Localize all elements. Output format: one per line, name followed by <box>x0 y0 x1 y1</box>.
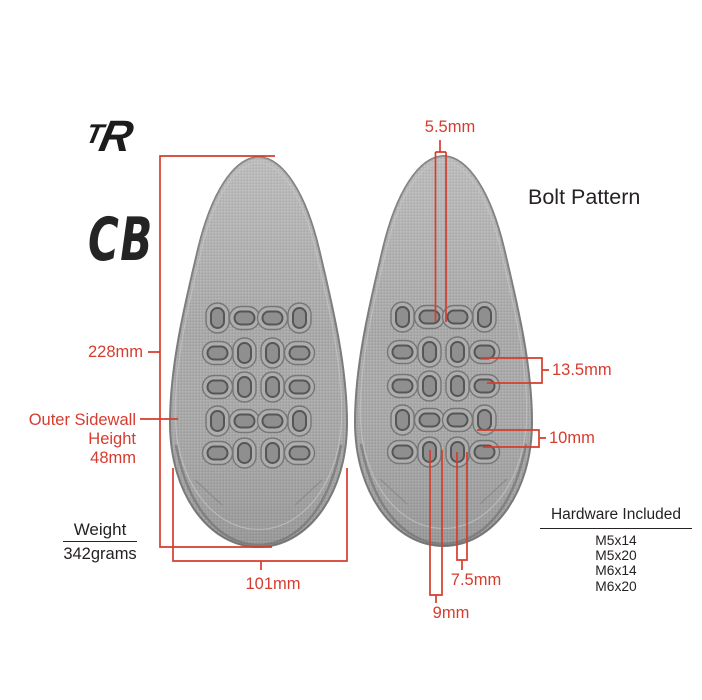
weight-divider <box>63 541 137 542</box>
bolt-hole <box>205 302 230 334</box>
right-pad <box>353 154 534 548</box>
hardware-item: M5x14 <box>595 533 637 548</box>
bolt-hole <box>445 370 470 402</box>
lower-pitch-label: 10mm <box>549 429 595 447</box>
hardware-divider <box>540 528 692 529</box>
dim-slot-9 <box>429 450 443 603</box>
bolt-hole <box>201 340 234 366</box>
right-pad-shading <box>355 156 532 546</box>
sidewall-label-line2: Height <box>88 430 136 448</box>
left-pad-shading <box>170 157 347 547</box>
bolt-hole <box>260 437 285 469</box>
bolt-hole <box>445 336 470 368</box>
height-label: 228mm <box>87 343 143 361</box>
dim-slot-7-5 <box>456 452 468 570</box>
bolt-hole <box>468 439 501 465</box>
bolt-hole <box>232 337 257 369</box>
bolt-hole <box>472 301 497 333</box>
right-pad-inner-rim <box>359 161 528 529</box>
bolt-holes <box>201 302 316 469</box>
model-name: CB <box>88 205 154 275</box>
sidewall-label: Outer Sidewall Height 48mm <box>26 411 136 468</box>
left-pad-bottom-rim <box>174 444 343 547</box>
bolt-hole <box>256 408 289 434</box>
upper-pitch-label: 13.5mm <box>552 361 612 379</box>
hardware-title: Hardware Included <box>550 506 682 523</box>
bolt-hole <box>260 337 285 369</box>
inner-slot-label: 7.5mm <box>450 571 502 589</box>
bolt-pattern-title: Bolt Pattern <box>528 185 641 209</box>
right-pad-bottom-rim <box>359 443 528 546</box>
bolt-hole <box>390 301 415 333</box>
bolt-hole <box>283 340 316 366</box>
bolt-hole <box>468 373 501 399</box>
bolt-hole <box>287 302 312 334</box>
hardware-included: Hardware Included M5x14 M5x20 M6x14 M6x2… <box>540 506 692 594</box>
bolt-hole <box>417 336 442 368</box>
bolt-hole <box>232 371 257 403</box>
bolt-hole <box>472 404 497 436</box>
dim-width-101 <box>172 468 348 570</box>
width-label: 101mm <box>245 575 301 593</box>
weight-label: Weight <box>73 520 127 539</box>
mold-seams <box>379 478 508 505</box>
bolt-hole <box>287 405 312 437</box>
dim-pitch-10 <box>477 429 546 448</box>
bolt-hole <box>205 405 230 437</box>
bolt-hole <box>390 404 415 436</box>
bolt-hole <box>283 440 316 466</box>
bolt-hole <box>413 407 446 433</box>
bolt-hole <box>283 374 316 400</box>
hardware-item: M6x20 <box>595 578 637 594</box>
sidewall-label-line3: 48mm <box>90 449 136 467</box>
dim-pitch-13-5 <box>481 357 549 384</box>
bolt-hole <box>386 439 419 465</box>
bolt-hole <box>441 304 474 330</box>
bolt-hole <box>256 305 289 331</box>
dim-slot-5-5 <box>434 140 447 322</box>
bolt-hole <box>201 440 234 466</box>
sidewall-label-line1: Outer Sidewall <box>28 411 136 429</box>
bolt-hole <box>232 437 257 469</box>
bolt-hole <box>260 371 285 403</box>
bolt-hole <box>468 339 501 365</box>
mold-seams <box>194 479 323 506</box>
hardware-item: M6x14 <box>595 563 637 579</box>
left-pad <box>168 155 349 549</box>
bolt-hole <box>228 408 261 434</box>
hardware-item: M5x20 <box>595 548 637 564</box>
dim-height-228 <box>148 155 275 548</box>
bolt-hole <box>201 374 234 400</box>
outer-slot-label: 9mm <box>432 604 470 622</box>
bolt-hole <box>228 305 261 331</box>
dimension-lines <box>140 140 549 603</box>
bolt-hole <box>441 407 474 433</box>
bolt-hole <box>386 373 419 399</box>
bolt-hole <box>417 370 442 402</box>
top-slot-label: 5.5mm <box>424 118 476 136</box>
weight-value: 342grams <box>63 545 137 563</box>
bolt-hole <box>413 304 446 330</box>
left-pad-inner-rim <box>174 162 343 530</box>
bolt-hole <box>386 339 419 365</box>
